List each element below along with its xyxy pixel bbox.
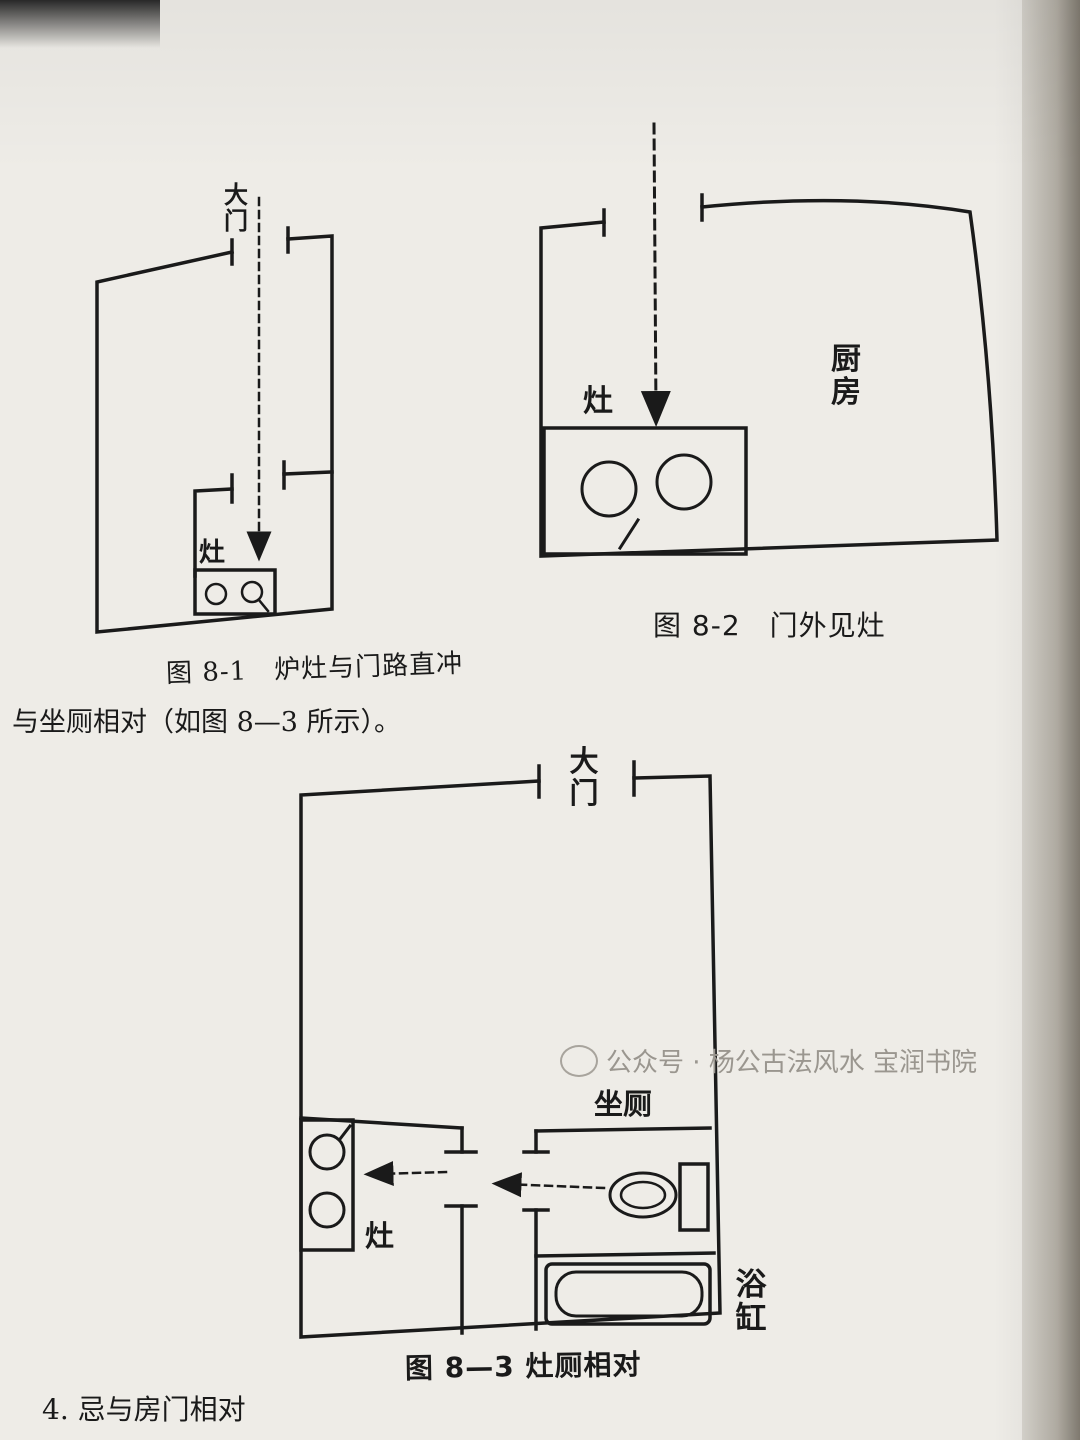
fig1-stove-label: 灶 — [199, 538, 226, 568]
fig3-caption: 图 8—3 灶厕相对 — [404, 1347, 642, 1386]
fig2-stove-label: 灶 — [583, 384, 613, 419]
fig2-caption: 图 8-2 门外见灶 — [653, 609, 886, 642]
fig1-plan — [95, 196, 334, 634]
fig3-toilet-label: 坐厕 — [594, 1087, 653, 1121]
fig3-plan — [299, 760, 722, 1339]
fig3-door-label: 大门 — [569, 744, 599, 810]
watermark-text: 公众号 · 杨公古法风水 宝润书院 — [606, 1048, 978, 1078]
next-section-line: 4. 忌与房门相对 — [42, 1393, 246, 1426]
page-shadow — [0, 0, 160, 48]
fig1-door-label: 大门 — [224, 181, 248, 236]
fig2-plan — [539, 122, 999, 558]
fig3-bathtub-label: 浴缸 — [735, 1267, 767, 1338]
book-spine — [1022, 0, 1080, 1440]
watermark: 公众号 · 杨公古法风水 宝润书院 — [560, 1042, 977, 1079]
fig3-stove-label: 灶 — [365, 1219, 395, 1253]
chat-bubble-icon — [560, 1044, 598, 1077]
fig2-kitchen-label: 厨房 — [831, 342, 861, 410]
body-text-line: 与坐厕相对（如图 8—3 所示）。 — [12, 707, 402, 738]
